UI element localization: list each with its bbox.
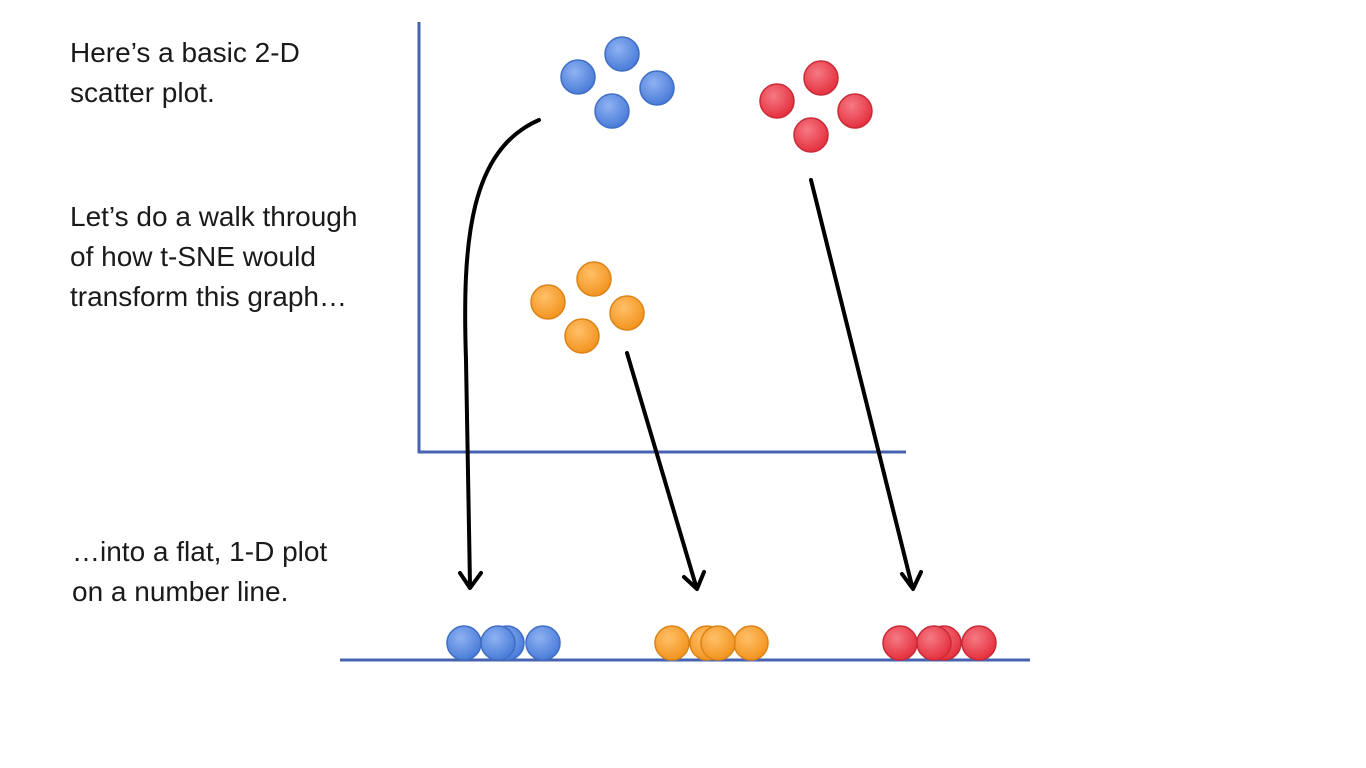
intro-caption: Here’s a basic 2-D scatter plot. [70, 33, 300, 113]
number-line-caption: …into a flat, 1-D plot on a number line. [72, 532, 327, 612]
blue-arrowhead [458, 571, 483, 590]
red-cluster [759, 60, 873, 153]
red-arrowhead [900, 570, 923, 591]
caption-line: on a number line. [72, 576, 289, 607]
blue-line-points [446, 625, 561, 661]
blue-point [604, 36, 640, 72]
red-point [759, 83, 795, 119]
red-line-points [882, 625, 997, 661]
orange-1d-point [654, 625, 690, 661]
caption-line: Here’s a basic 2-D [70, 37, 300, 68]
walkthrough-caption: Let’s do a walk through of how t-SNE wou… [70, 197, 357, 317]
orange-1d-point [700, 625, 736, 661]
caption-line: of how t-SNE would [70, 241, 316, 272]
blue-1d-point [525, 625, 561, 661]
red-point [837, 93, 873, 129]
red-point [803, 60, 839, 96]
blue-point [560, 59, 596, 95]
blue-arrow [463, 118, 541, 587]
orange-point [576, 261, 612, 297]
blue-point [594, 93, 630, 129]
orange-1d-point [733, 625, 769, 661]
red-1d-point [961, 625, 997, 661]
orange-cluster [530, 261, 645, 354]
caption-line: transform this graph… [70, 281, 347, 312]
orange-point [609, 295, 645, 331]
red-point [793, 117, 829, 153]
red-1d-point [916, 625, 952, 661]
scatter-axes [417, 22, 906, 454]
red-arrow [809, 178, 914, 588]
caption-line: Let’s do a walk through [70, 201, 358, 232]
orange-point [530, 284, 566, 320]
blue-1d-point [446, 625, 482, 661]
orange-arrowhead [682, 570, 706, 591]
orange-arrow [625, 351, 698, 588]
arrows [458, 118, 923, 591]
orange-point [564, 318, 600, 354]
blue-1d-point [480, 625, 516, 661]
red-1d-point [882, 625, 918, 661]
blue-point [639, 70, 675, 106]
blue-cluster [560, 36, 675, 129]
caption-line: …into a flat, 1-D plot [72, 536, 328, 567]
caption-line: scatter plot. [70, 77, 215, 108]
orange-line-points [654, 625, 769, 661]
